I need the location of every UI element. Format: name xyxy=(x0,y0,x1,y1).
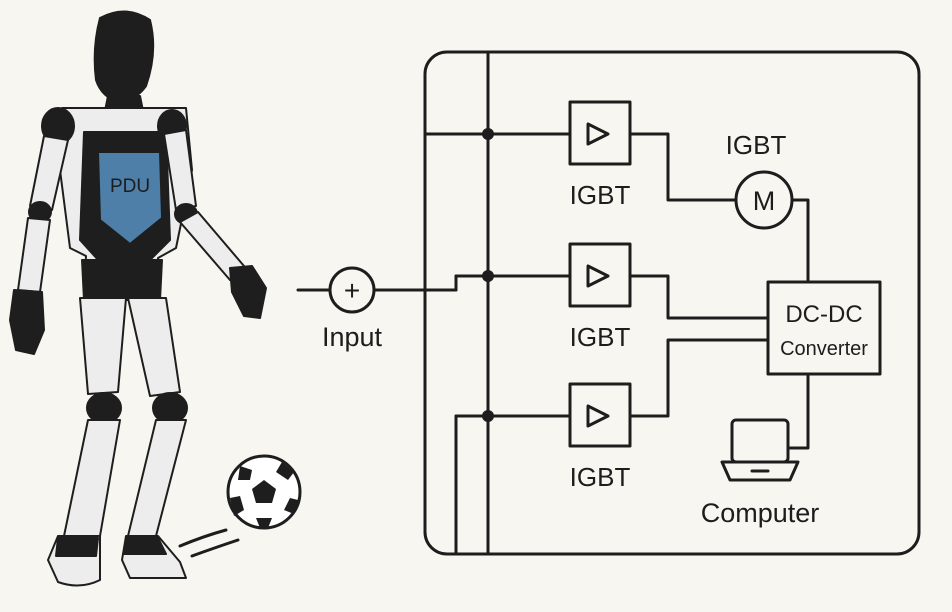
left-upper-arm xyxy=(29,135,69,211)
motor-m-label: M xyxy=(753,186,776,216)
junction-bottom xyxy=(482,410,494,422)
junction-dots xyxy=(482,128,494,422)
motor-igbt-label: IGBT xyxy=(726,130,787,160)
left-forearm xyxy=(17,217,51,293)
pdu-panel xyxy=(97,151,163,245)
igbt-amplifier-3 xyxy=(568,382,632,448)
right-hand xyxy=(229,265,267,319)
robot-waist xyxy=(81,259,163,301)
motor-symbol: M xyxy=(734,170,794,230)
circuit-enclosure xyxy=(423,50,921,556)
soccer-ball xyxy=(226,454,302,530)
input-label: Input xyxy=(322,322,383,352)
igbt-label-3: IGBT xyxy=(570,462,631,492)
pdu-label: PDU xyxy=(110,176,150,197)
left-knee-joint xyxy=(86,392,122,424)
converter-label-line2: Converter xyxy=(780,338,868,360)
left-shin xyxy=(63,419,121,537)
igbt-label-2: IGBT xyxy=(570,322,631,352)
igbt-label-1: IGBT xyxy=(570,180,631,210)
computer-label: Computer xyxy=(701,498,820,528)
igbt-amplifier-1 xyxy=(568,100,632,166)
junction-top xyxy=(482,128,494,140)
converter-label-line1: DC-DC xyxy=(785,301,862,328)
input-summing-node: + xyxy=(328,266,376,314)
right-upper-arm xyxy=(163,129,197,211)
input-plus-symbol: + xyxy=(344,275,360,306)
humanoid-robot: PDU xyxy=(9,10,267,587)
circuit-wiring xyxy=(296,50,810,556)
left-ankle xyxy=(55,537,99,557)
right-knee-joint xyxy=(152,392,188,424)
motion-lines xyxy=(178,528,240,558)
dc-dc-converter-box xyxy=(766,280,882,376)
right-thigh xyxy=(127,297,181,397)
robot-head xyxy=(93,10,155,103)
left-hand xyxy=(9,289,45,355)
right-shin xyxy=(127,419,187,537)
junction-middle xyxy=(482,270,494,282)
left-thigh xyxy=(79,297,127,395)
laptop-icon xyxy=(720,418,800,482)
igbt-amplifier-2 xyxy=(568,242,632,308)
right-ankle xyxy=(123,537,167,555)
